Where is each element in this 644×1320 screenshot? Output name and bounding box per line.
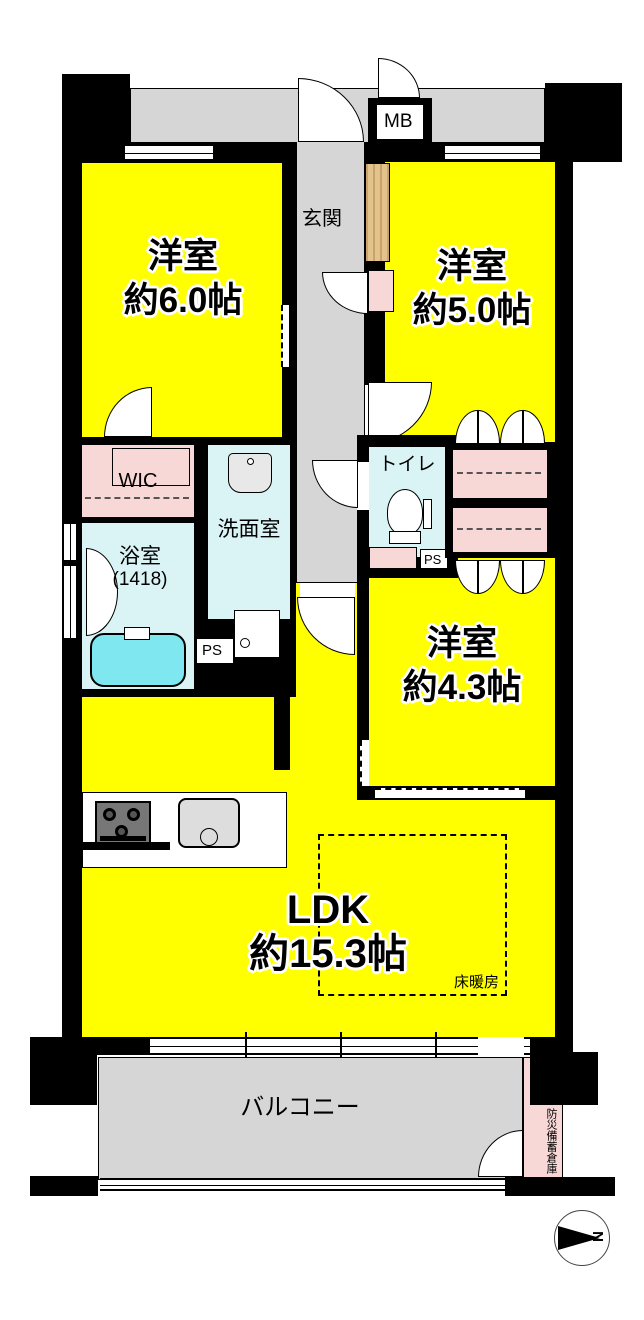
window-bathroom-2 [62,566,78,638]
closet-bedroom2 [453,450,547,498]
stove-grill [100,836,146,841]
room-wic [82,445,194,517]
closet2-folding-doors [455,410,545,444]
pillar-top-left [62,74,130,163]
pillar-top-right [545,83,622,162]
window-tick-1 [245,1032,247,1060]
bedroom2-size-label: 約5.0帖 [412,291,532,330]
window-tick-2 [340,1032,342,1060]
pillar-bottom-left [30,1037,97,1105]
meter-box: MB [376,104,424,140]
toilet-label: トイレ [378,454,436,475]
ps-box-toilet: PS [420,549,448,569]
bathroom-size-label: (1418) [112,569,168,590]
washroom-label: 洗面室 [217,518,281,541]
toilet-doorway [357,462,369,510]
stove-icon [95,801,151,845]
bedroom3-sliding-door [360,740,369,798]
closet3-folding-doors [455,560,545,594]
washbasin-icon [228,453,272,493]
balcony-railing [100,1178,505,1191]
shoe-cabinet [368,270,394,312]
floor-heating-area: 床暖房 [318,834,507,996]
room-bedroom1 [82,163,282,437]
closet-bedroom3 [453,508,547,552]
bathroom-name-label: 浴室 [119,545,161,568]
kitchen-counter-wall [62,842,170,850]
wic-label: WIC [118,470,158,492]
washer-drain [240,638,250,648]
toilet-tank-icon [389,531,421,544]
compass-north-label: N [588,1231,606,1242]
bedroom1-name-label: 洋室 [147,237,219,276]
toilet-icon [387,489,423,535]
footing-bottom-left [30,1176,98,1196]
bedroom1-size-label: 約6.0帖 [123,281,243,320]
ps-toilet-label: PS [424,552,442,567]
entrance-wood-step [365,163,390,262]
window-tick-3 [435,1032,437,1060]
kitchen-sink-icon [178,798,240,848]
mb-door-arc [378,58,420,98]
bedroom3-size-label: 約4.3帖 [402,668,522,707]
kitchen-counter [82,792,287,868]
kitchen-faucet [200,828,218,846]
compass-needle [558,1226,600,1250]
washing-machine-pan [234,610,280,658]
closet2-dash [457,472,541,474]
ldk-name-label: LDK [286,888,370,932]
window-bedroom2 [445,144,540,161]
window-bedroom1 [125,144,213,161]
toilet-flush-icon [423,499,432,529]
entrance-hall [296,142,365,583]
washbasin-drain [247,458,254,465]
bathtub-icon [90,633,186,687]
floor-heating-label: 床暖房 [453,974,499,991]
ldk-size-label: 約15.3帖 [249,932,407,976]
bedroom1-sliding-door [281,305,289,367]
footing-bottom-right [505,1177,615,1196]
kitchen-side-wall [274,660,290,770]
balcony-label: バルコニー [240,1094,360,1121]
bedroom3-partition-door [375,788,525,798]
entrance-label: 玄関 [302,208,342,230]
meter-box-label: MB [384,111,413,132]
wic-shelf [112,448,190,486]
disaster-storage-label: 防災備蓄倉庫 [545,1108,557,1174]
bath-faucet-icon [124,627,150,640]
room-toilet [369,447,446,557]
ps-washroom-label: PS [202,642,223,659]
ldk-doorway [300,583,355,599]
ps-box-washroom: PS [196,638,234,664]
toilet-counter [369,547,417,569]
closet3-dash [457,528,541,530]
pillar-bottom-right [530,1052,598,1105]
balcony-doorway [478,1037,524,1055]
balcony [98,1057,523,1180]
bedroom2-name-label: 洋室 [436,247,508,286]
room-washroom [208,445,290,619]
bedroom3-name-label: 洋室 [426,624,498,663]
window-bathroom-1 [62,524,78,560]
wic-dash-line [85,497,189,499]
